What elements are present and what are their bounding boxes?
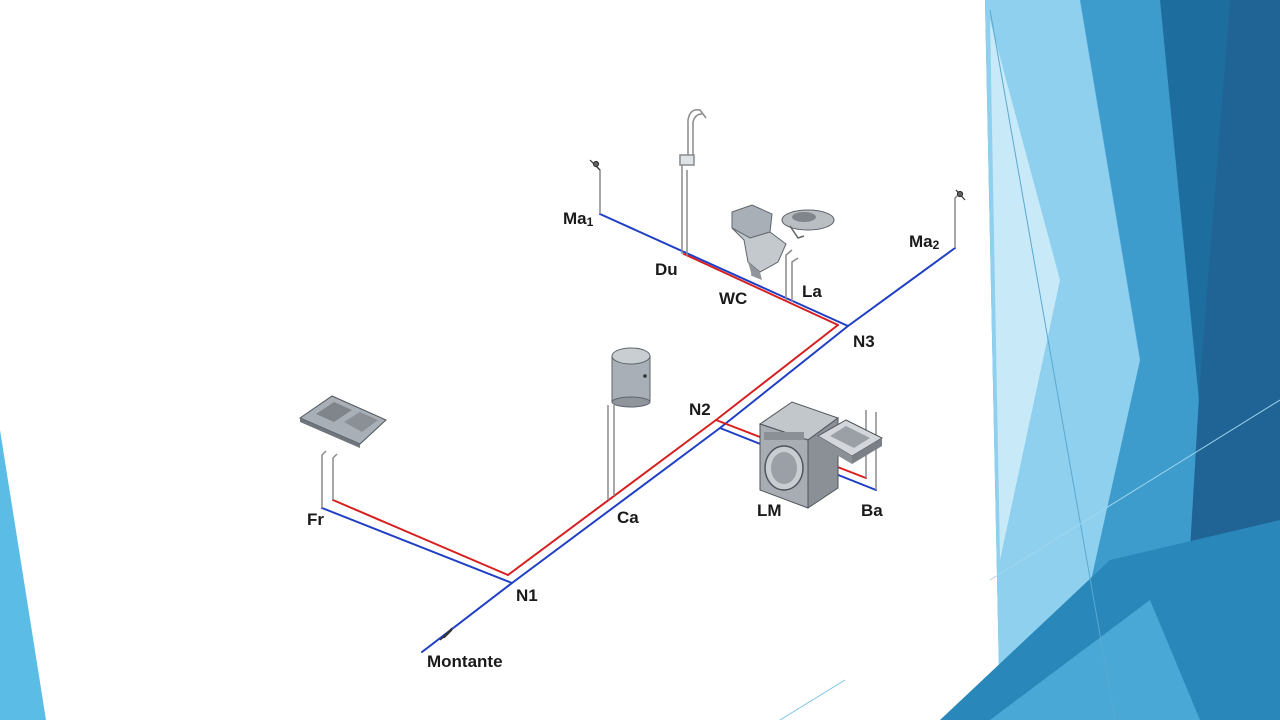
- toilet-icon: [731, 204, 787, 280]
- riser-fr-2: [332, 453, 338, 500]
- riser-fr-1: [321, 450, 327, 508]
- water-heater-icon: [611, 347, 651, 408]
- hot-pipe-upper: [683, 253, 839, 326]
- utility-sink-icon: [817, 419, 884, 464]
- label-du: Du: [655, 260, 678, 279]
- riser-la-2: [791, 257, 799, 302]
- cold-pipe-upper: [599, 213, 849, 327]
- bottom-accent-shape: [940, 520, 1280, 720]
- label-ca: Ca: [617, 508, 639, 527]
- riser-la-1: [785, 249, 793, 300]
- label-fr: Fr: [307, 510, 324, 529]
- left-accent-shape: [0, 430, 46, 720]
- tap-ma1-icon: [589, 159, 601, 171]
- washbasin-icon: [781, 209, 835, 239]
- fixtures: [298, 108, 966, 641]
- label-lm: LM: [757, 501, 782, 520]
- label-n1: N1: [516, 586, 538, 605]
- right-panel-pale: [990, 20, 1060, 560]
- labels: Ma1 Ma2 Du WC La N3 N2 N1 Fr Ca LM Ba Mo…: [307, 209, 940, 671]
- label-n3: N3: [853, 332, 875, 351]
- label-ma2: Ma2: [909, 232, 940, 252]
- label-montante: Montante: [427, 652, 503, 671]
- label-ma1: Ma1: [563, 209, 594, 229]
- shower-icon: [679, 108, 707, 166]
- label-wc: WC: [719, 289, 747, 308]
- thin-line-2: [989, 399, 1280, 581]
- hot-pipe-fr: [332, 499, 509, 576]
- bottom-accent-light: [990, 600, 1200, 720]
- tap-ma2-icon: [955, 189, 966, 201]
- valve-icon: [439, 627, 453, 641]
- thin-line-3: [779, 679, 846, 720]
- thin-line-1: [989, 9, 1116, 720]
- washing-machine-icon: [758, 401, 840, 509]
- kitchen-sink-icon: [298, 395, 387, 448]
- label-ba: Ba: [861, 501, 883, 520]
- cold-pipe-fr: [321, 507, 513, 584]
- label-n2: N2: [689, 400, 711, 419]
- label-la: La: [802, 282, 822, 301]
